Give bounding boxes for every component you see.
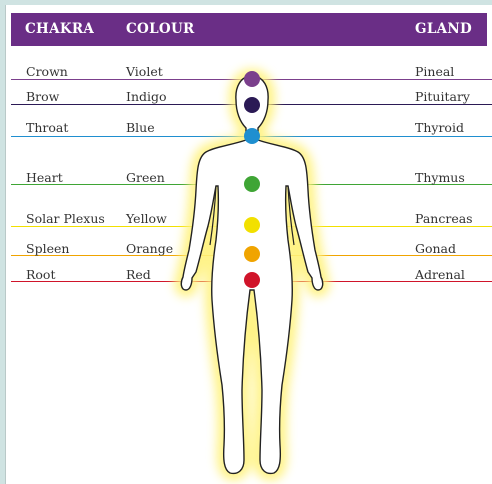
gland-name: Pineal xyxy=(415,64,454,79)
gland-name: Adrenal xyxy=(415,267,465,282)
gland-name: Thymus xyxy=(415,170,465,185)
chakra-dot-brow xyxy=(244,97,260,113)
gland-name: Thyroid xyxy=(415,120,464,135)
chakra-dot-crown xyxy=(244,71,260,87)
chakra-dot-root xyxy=(244,272,260,288)
gland-name: Pituitary xyxy=(415,89,470,104)
colour-name: Orange xyxy=(126,241,173,256)
chakra-name: Throat xyxy=(26,120,68,135)
chakra-name: Solar Plexus xyxy=(26,211,105,226)
gland-name: Gonad xyxy=(415,241,456,256)
chakra-dot-heart xyxy=(244,176,260,192)
chakra-name: Brow xyxy=(26,89,59,104)
colour-name: Violet xyxy=(126,64,163,79)
chakra-name: Heart xyxy=(26,170,63,185)
colour-name: Green xyxy=(126,170,165,185)
colour-name: Blue xyxy=(126,120,155,135)
chakra-name: Spleen xyxy=(26,241,69,256)
chakra-dot-solar-plexus xyxy=(244,217,260,233)
colour-name: Yellow xyxy=(126,211,167,226)
chakra-dot-spleen xyxy=(244,246,260,262)
colour-name: Indigo xyxy=(126,89,167,104)
chakra-dot-throat xyxy=(244,128,260,144)
colour-name: Red xyxy=(126,267,151,282)
chakra-name: Crown xyxy=(26,64,68,79)
chakra-name: Root xyxy=(26,267,56,282)
gland-name: Pancreas xyxy=(415,211,473,226)
